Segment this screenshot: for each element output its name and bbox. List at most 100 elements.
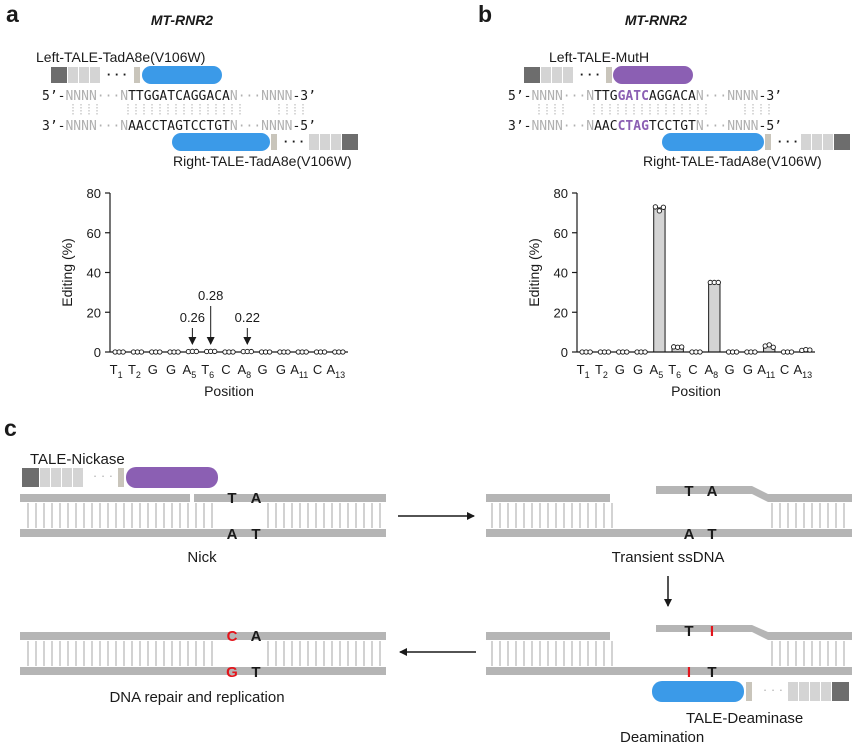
- tale-repeat: [810, 682, 820, 701]
- data-point: [266, 349, 273, 355]
- basepair-ticks-a: [72, 104, 304, 115]
- basepair-rungs: [491, 503, 845, 528]
- top-strand-a: 5’-NNNN···NTTGGATCAGGACAN···NNNN-3’: [42, 89, 316, 104]
- panel-b: b MT-RNR2 Left-TALE-MutH · · · 5’-NNNN··…: [478, 1, 850, 399]
- base-top-1: T: [227, 490, 236, 507]
- ellipsis: · · ·: [580, 67, 600, 82]
- base-top-1-edited: C: [227, 628, 238, 645]
- tale-repeat: [90, 67, 100, 83]
- data-point: [175, 349, 181, 355]
- left-tale-array-b: · · ·: [524, 66, 693, 84]
- x-tick-label: G: [633, 362, 643, 377]
- tale-deaminase: · · ·: [652, 681, 849, 702]
- x-tick-label: T6: [668, 362, 681, 380]
- x-tick-label: G: [725, 362, 735, 377]
- dna-deamination: T I I T: [486, 623, 852, 681]
- bar: [708, 281, 721, 353]
- tale-repeat: [309, 134, 319, 150]
- x-tick-label: T2: [595, 362, 608, 380]
- nickase-label: TALE-Nickase: [30, 451, 125, 468]
- tale-repeat: [271, 134, 277, 150]
- panel-a: a MT-RNR2 Left-TALE-TadA8e(V106W) · · · …: [6, 1, 358, 399]
- data-point: [624, 349, 630, 355]
- y-tick-label: 0: [94, 345, 101, 360]
- data-point: [587, 349, 593, 355]
- x-axis-label: Position: [671, 383, 721, 399]
- basepair-rungs: [27, 641, 381, 666]
- data-point: [788, 349, 795, 355]
- base-top-2: A: [251, 490, 262, 507]
- tale-repeat: [606, 67, 612, 83]
- y-axis-label: Editing (%): [59, 238, 75, 306]
- data-point: [212, 348, 218, 355]
- gene-title-a: MT-RNR2: [151, 12, 213, 28]
- top-strand-displaced: [656, 625, 852, 640]
- x-tick-label: T1: [577, 362, 590, 380]
- tale-repeat: [541, 67, 551, 83]
- data-point: [660, 204, 667, 210]
- left-tale-label-b: Left-TALE-MutH: [549, 49, 649, 65]
- top-strand-right: [194, 494, 386, 502]
- data-point: [770, 344, 776, 350]
- transient-ssdna-label: Transient ssDNA: [612, 549, 725, 566]
- bottom-strand: [486, 667, 852, 675]
- data-point: [679, 344, 685, 350]
- x-tick-label: T6: [201, 362, 214, 380]
- x-tick-label: A5: [183, 362, 197, 380]
- base-bottom-1-inosine: I: [687, 664, 691, 681]
- data-point: [642, 349, 648, 355]
- tale-repeat: [40, 468, 50, 487]
- tale-repeat: [68, 67, 78, 83]
- data-point: [321, 349, 328, 355]
- tale-repeat: [62, 468, 72, 487]
- x-tick-label: G: [615, 362, 625, 377]
- base-bottom-1-edited: G: [226, 664, 238, 681]
- deaminase-label: TALE-Deaminase: [686, 710, 803, 727]
- data-point: [230, 349, 236, 355]
- data-point: [340, 349, 346, 355]
- data-point: [715, 279, 721, 286]
- deaminase-domain: [652, 681, 744, 702]
- tale-repeat: [563, 67, 573, 83]
- x-tick-label: A8: [704, 362, 718, 380]
- gene-title-b: MT-RNR2: [625, 12, 687, 28]
- data-point: [605, 349, 612, 355]
- tale-repeat: [134, 67, 140, 83]
- x-tick-label: A11: [757, 362, 775, 380]
- tale-repeat-dark: [524, 67, 540, 83]
- basepair-rungs: [491, 641, 845, 666]
- x-tick-label: G: [166, 362, 176, 377]
- tada8e-domain: [172, 133, 270, 151]
- basepair-rungs: [27, 503, 381, 528]
- x-tick-label: C: [221, 362, 230, 377]
- top-strand-left: [20, 494, 190, 502]
- x-tick-label: A13: [794, 362, 813, 380]
- base-bottom-2: T: [251, 664, 260, 681]
- right-tale-array-a: · · ·: [172, 133, 358, 151]
- value-annotation: 0.28: [198, 288, 223, 303]
- base-top-2: A: [251, 628, 262, 645]
- top-strand-b: 5’-NNNN···NTTGGATCAGGACAN···NNNN-3’: [508, 89, 782, 104]
- dna-repair: C A G T: [20, 628, 386, 681]
- data-point: [652, 204, 659, 210]
- base-bottom-2: T: [707, 526, 716, 543]
- tale-repeat: [79, 67, 89, 83]
- y-tick-label: 40: [87, 266, 101, 281]
- y-tick-label: 20: [87, 305, 101, 320]
- data-point: [138, 349, 145, 355]
- x-tick-label: T2: [128, 362, 141, 380]
- tada8e-domain: [142, 66, 222, 84]
- y-axis-label: Editing (%): [526, 238, 542, 306]
- tale-repeat-dark: [832, 682, 849, 701]
- tale-repeat: [331, 134, 341, 150]
- data-point: [752, 349, 758, 355]
- muth-domain: [613, 66, 693, 84]
- tale-repeat-dark: [342, 134, 358, 150]
- top-strand-left: [486, 494, 610, 502]
- x-axis-label: Position: [204, 383, 254, 399]
- x-tick-label: C: [688, 362, 697, 377]
- right-tale-label-b: Right-TALE-TadA8e(V106W): [643, 153, 822, 169]
- x-tick-label: A13: [327, 362, 346, 380]
